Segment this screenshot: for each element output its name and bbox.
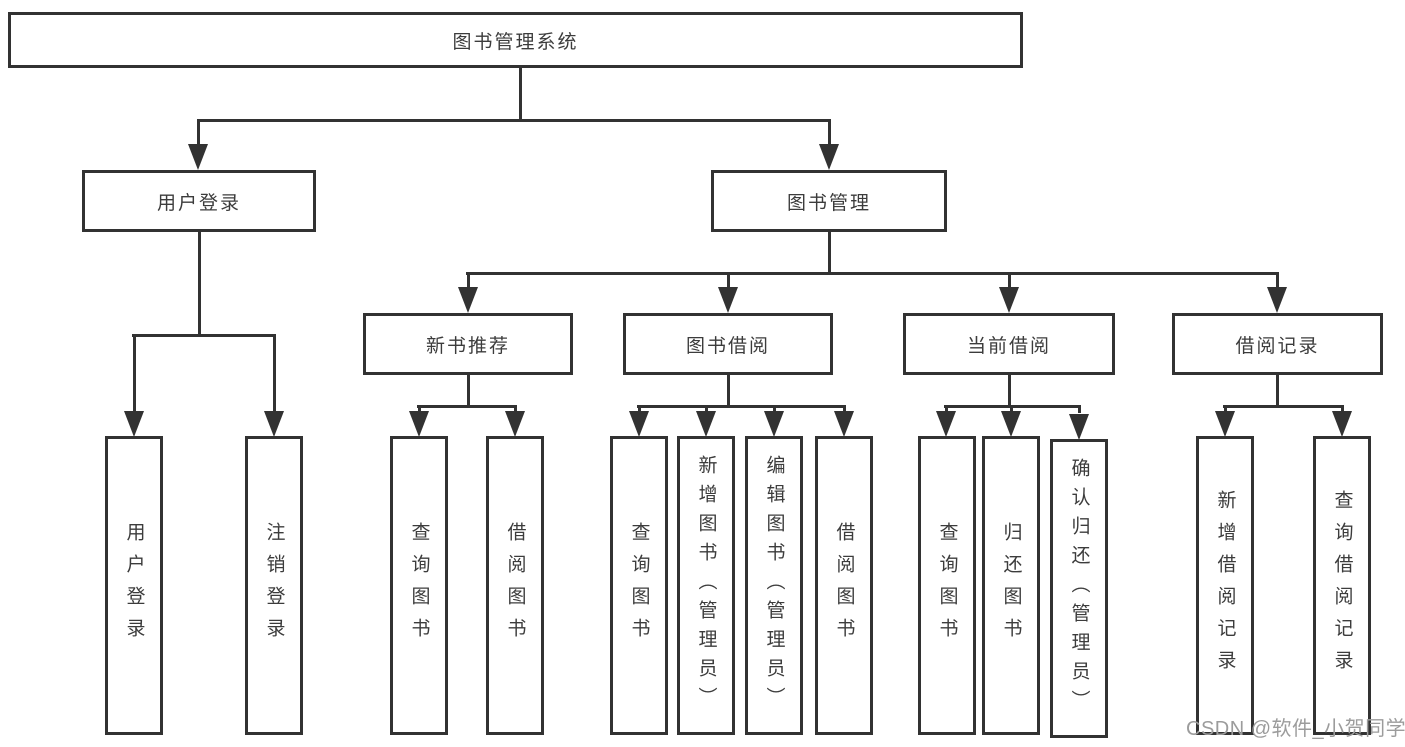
node-current-borrow: 当前借阅 bbox=[903, 313, 1115, 375]
node-label: 新书推荐 bbox=[425, 335, 510, 357]
arrowhead-down-icon bbox=[629, 411, 649, 437]
connector-line bbox=[417, 405, 517, 408]
node-label: 图书管理系统 bbox=[452, 31, 579, 53]
connector-line bbox=[514, 405, 517, 413]
node-book-borrow: 图书借阅 bbox=[623, 313, 833, 375]
connector-line bbox=[132, 334, 276, 337]
arrowhead-down-icon bbox=[718, 287, 738, 313]
connector-line bbox=[197, 119, 200, 147]
connector-line bbox=[467, 272, 470, 287]
leaf-add-book-admin: 新增图书（管理员） bbox=[677, 436, 735, 735]
connector-line bbox=[637, 405, 845, 408]
node-label: 图书借阅 bbox=[685, 335, 770, 357]
node-borrow-records: 借阅记录 bbox=[1172, 313, 1383, 375]
leaf-query-books-current: 查询图书 bbox=[918, 436, 976, 735]
connector-line bbox=[418, 405, 421, 413]
arrowhead-down-icon bbox=[264, 411, 284, 437]
connector-line bbox=[1008, 375, 1011, 408]
connector-line bbox=[828, 119, 831, 147]
leaf-query-books-borrow: 查询图书 bbox=[610, 436, 668, 735]
arrowhead-down-icon bbox=[1069, 414, 1089, 440]
node-label: 查询图书 bbox=[936, 521, 958, 650]
connector-line bbox=[519, 68, 522, 122]
node-label: 借阅记录 bbox=[1235, 335, 1320, 357]
connector-line bbox=[1008, 272, 1011, 287]
node-label: 当前借阅 bbox=[966, 335, 1051, 357]
arrowhead-down-icon bbox=[1267, 287, 1287, 313]
arrowhead-down-icon bbox=[999, 287, 1019, 313]
leaf-edit-book-admin: 编辑图书（管理员） bbox=[745, 436, 803, 735]
connector-line bbox=[828, 232, 831, 275]
connector-line bbox=[1276, 272, 1279, 287]
arrowhead-down-icon bbox=[819, 144, 839, 170]
node-label: 借阅图书 bbox=[833, 521, 855, 650]
arrowhead-down-icon bbox=[124, 411, 144, 437]
arrowhead-down-icon bbox=[1215, 411, 1235, 437]
connector-line bbox=[843, 405, 846, 413]
node-user-login: 用户登录 bbox=[82, 170, 316, 232]
connector-line bbox=[133, 334, 136, 411]
node-label: 查询图书 bbox=[628, 521, 650, 650]
connector-line bbox=[945, 405, 948, 413]
connector-line bbox=[727, 272, 730, 287]
leaf-query-borrow-record: 查询借阅记录 bbox=[1313, 436, 1371, 735]
leaf-borrow-books: 借阅图书 bbox=[815, 436, 873, 735]
node-root: 图书管理系统 bbox=[8, 12, 1023, 68]
arrowhead-down-icon bbox=[834, 411, 854, 437]
connector-line bbox=[638, 405, 641, 413]
node-book-management: 图书管理 bbox=[711, 170, 947, 232]
arrowhead-down-icon bbox=[696, 411, 716, 437]
leaf-add-borrow-record: 新增借阅记录 bbox=[1196, 436, 1254, 735]
connector-line bbox=[273, 334, 276, 411]
node-label: 图书管理 bbox=[786, 192, 871, 214]
connector-line bbox=[1223, 405, 1343, 408]
connector-line bbox=[1010, 405, 1013, 413]
arrowhead-down-icon bbox=[409, 411, 429, 437]
node-label: 借阅图书 bbox=[504, 521, 526, 650]
node-label: 注销登录 bbox=[263, 521, 285, 650]
arrowhead-down-icon bbox=[1001, 411, 1021, 437]
connector-line bbox=[727, 375, 730, 408]
node-label: 编辑图书（管理员） bbox=[763, 455, 785, 716]
leaf-logout: 注销登录 bbox=[245, 436, 303, 735]
connector-line bbox=[1224, 405, 1227, 413]
node-label: 查询借阅记录 bbox=[1331, 489, 1353, 682]
arrowhead-down-icon bbox=[936, 411, 956, 437]
connector-line bbox=[705, 405, 708, 413]
connector-line bbox=[1341, 405, 1344, 413]
connector-line bbox=[198, 232, 201, 337]
arrowhead-down-icon bbox=[188, 144, 208, 170]
connector-line bbox=[467, 375, 470, 408]
node-new-book-recommend: 新书推荐 bbox=[363, 313, 573, 375]
node-label: 新增借阅记录 bbox=[1214, 489, 1236, 682]
leaf-borrow-books-recommend: 借阅图书 bbox=[486, 436, 544, 735]
arrowhead-down-icon bbox=[505, 411, 525, 437]
node-label: 归还图书 bbox=[1000, 521, 1022, 650]
leaf-confirm-return-admin: 确认归还（管理员） bbox=[1050, 439, 1108, 738]
connector-line bbox=[773, 405, 776, 413]
node-label: 用户登录 bbox=[123, 521, 145, 650]
node-label: 查询图书 bbox=[408, 521, 430, 650]
leaf-return-book: 归还图书 bbox=[982, 436, 1040, 735]
arrowhead-down-icon bbox=[458, 287, 478, 313]
connector-line bbox=[1078, 405, 1081, 413]
connector-line bbox=[1276, 375, 1279, 408]
connector-line bbox=[197, 119, 831, 122]
watermark: CSDN @软件_小贺同学 bbox=[1186, 718, 1405, 740]
connector-line bbox=[466, 272, 1279, 275]
node-label: 确认归还（管理员） bbox=[1068, 458, 1090, 719]
arrowhead-down-icon bbox=[1332, 411, 1352, 437]
leaf-query-books-recommend: 查询图书 bbox=[390, 436, 448, 735]
arrowhead-down-icon bbox=[764, 411, 784, 437]
node-label: 用户登录 bbox=[156, 192, 241, 214]
leaf-user-login: 用户登录 bbox=[105, 436, 163, 735]
node-label: 新增图书（管理员） bbox=[695, 455, 717, 716]
